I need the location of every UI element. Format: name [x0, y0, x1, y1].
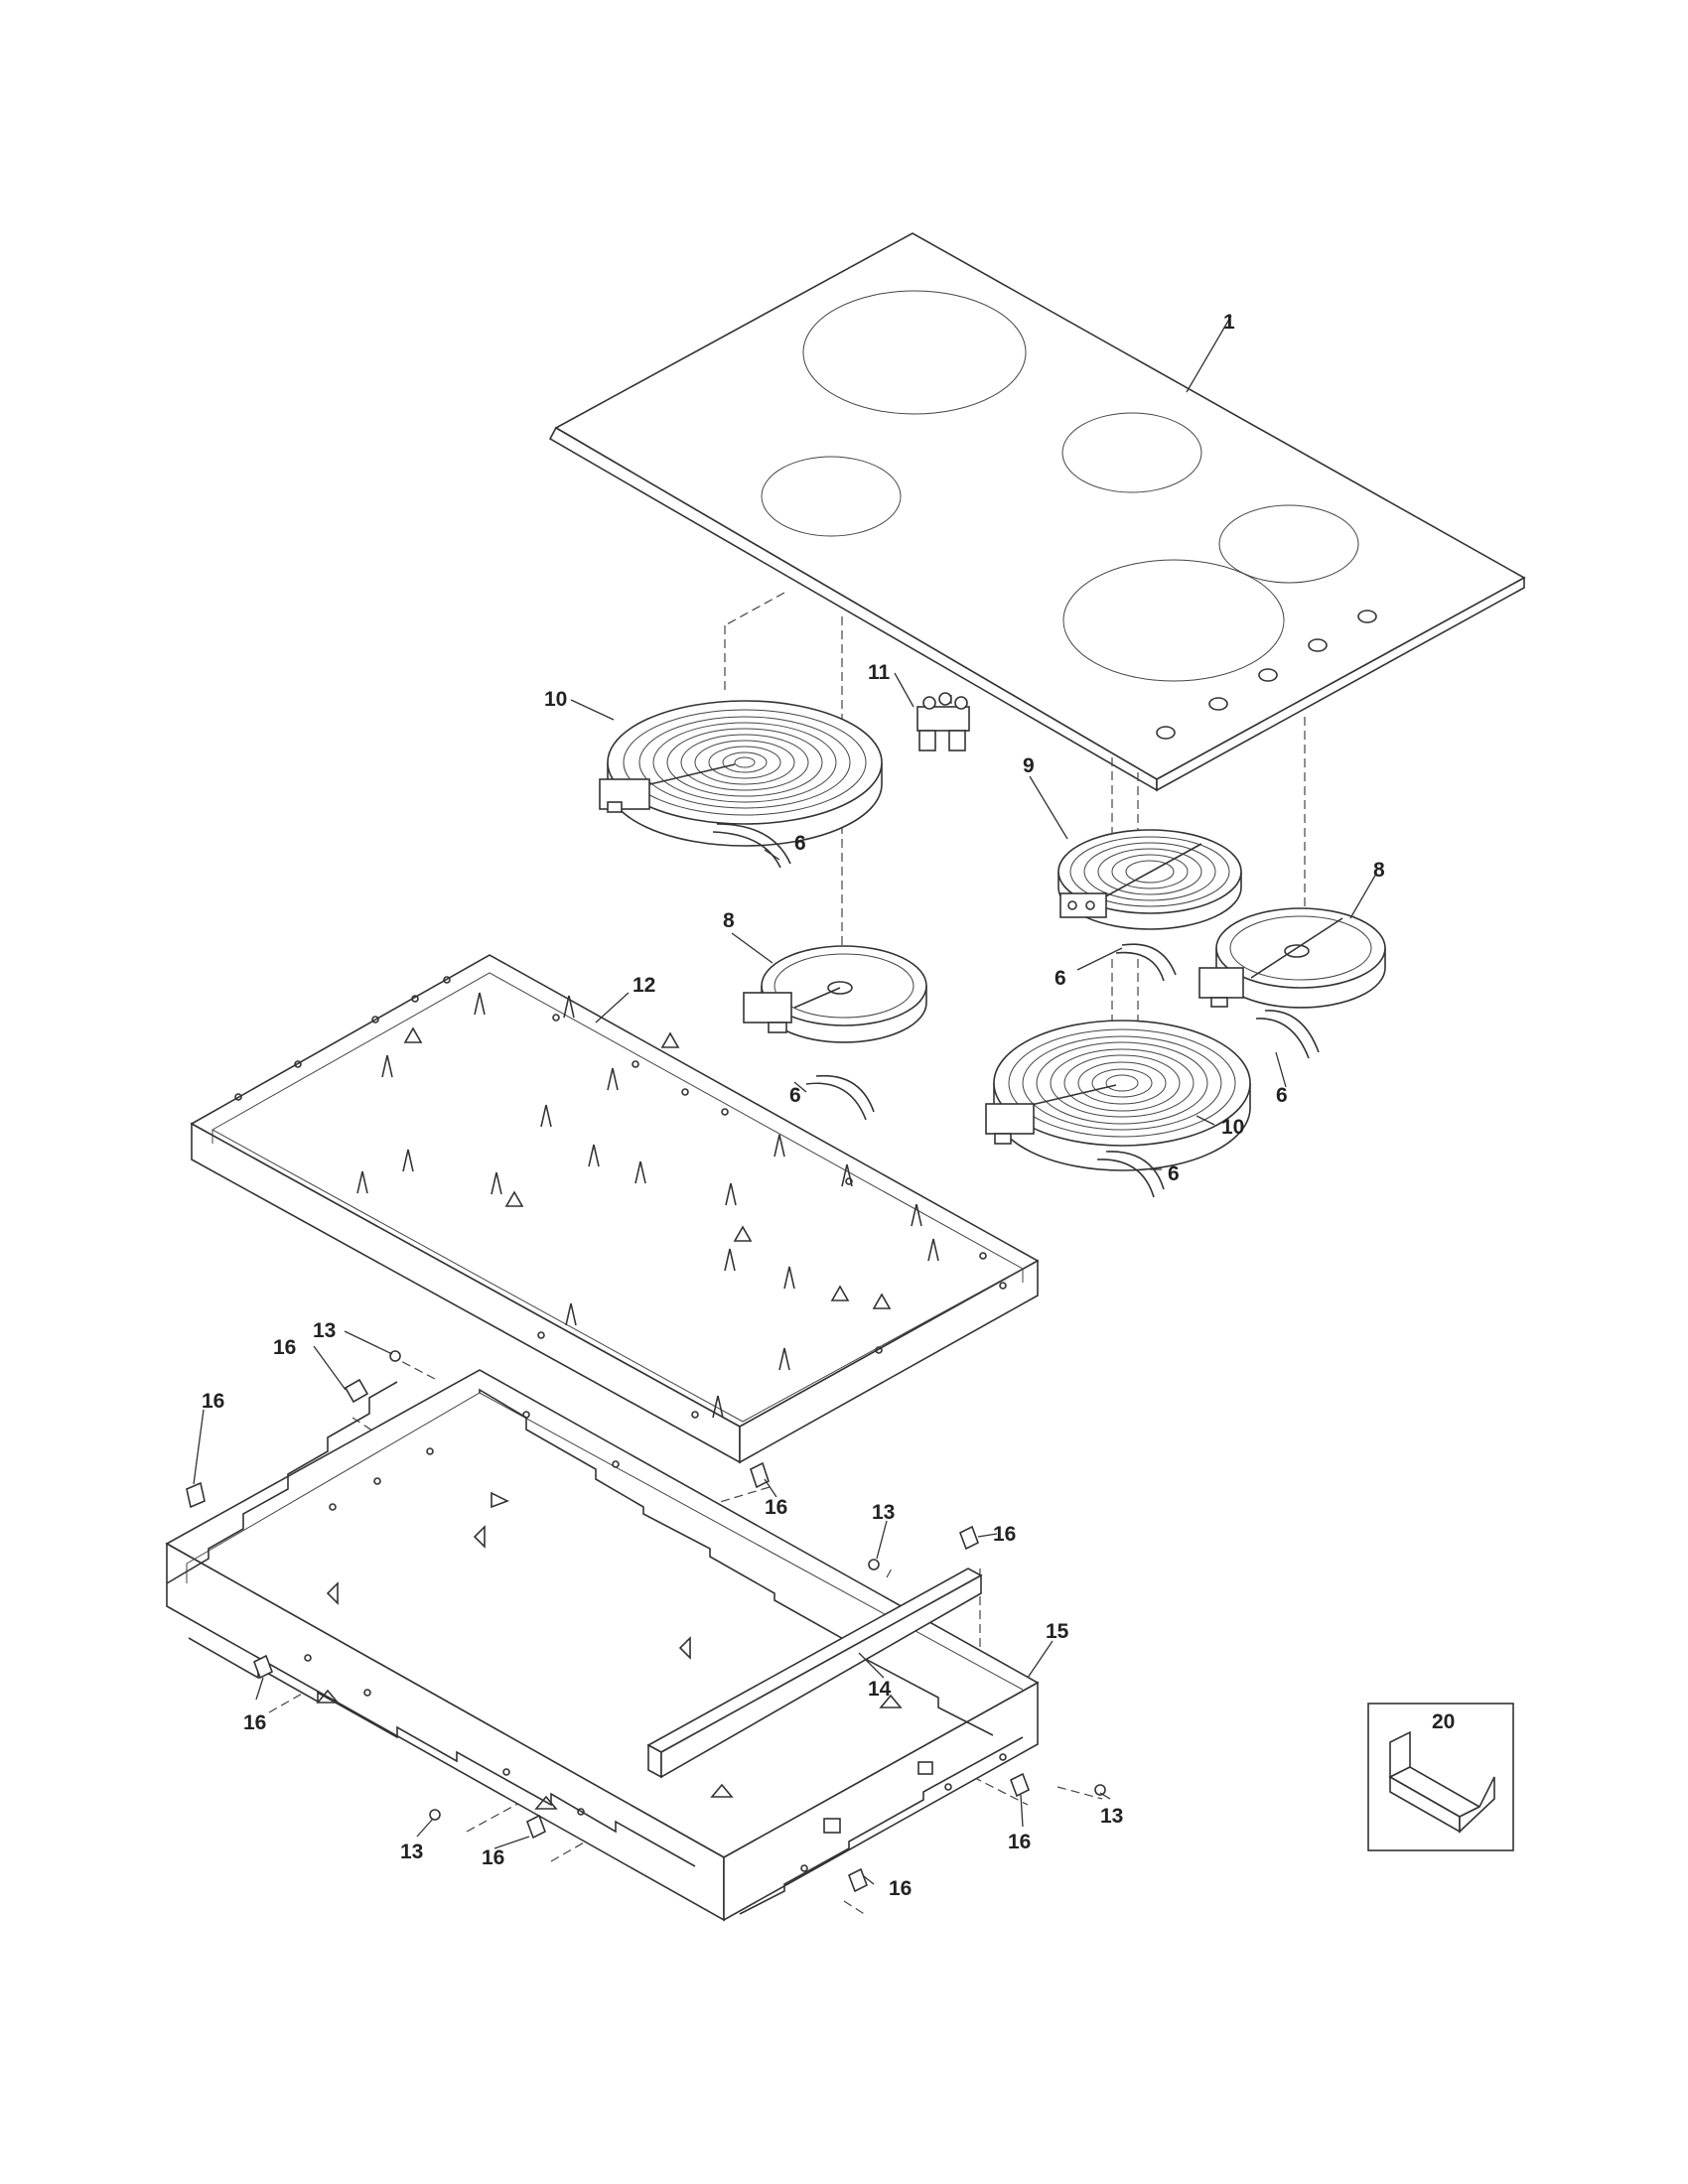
- callout-6-lower: 6: [1168, 1162, 1180, 1185]
- large-radiant-element-upper: [599, 700, 883, 847]
- callout-labels: 1 10 11 6 9 8 8 6 12 6 10 6 6 13 16 16 1…: [202, 311, 1455, 1900]
- glass-cooktop-part: [548, 232, 1526, 792]
- callout-16-upper-left: 16: [273, 1336, 296, 1359]
- callout-1: 1: [1223, 311, 1235, 334]
- callout-11: 11: [868, 661, 891, 684]
- burner-box-holes: [234, 976, 1007, 1419]
- small-radiant-element-left: [743, 945, 927, 1043]
- callout-6-right: 6: [1276, 1084, 1288, 1107]
- small-radiant-element-right: [1198, 907, 1386, 1009]
- callout-13-center-right: 13: [872, 1501, 895, 1524]
- spring-clip-parts: [186, 1378, 1031, 1893]
- callout-16-lower-right: 16: [1008, 1831, 1031, 1853]
- large-radiant-element-lower: [985, 1020, 1251, 1171]
- callout-13-upper-left: 13: [313, 1319, 336, 1342]
- callout-6-upper: 6: [794, 832, 806, 855]
- callout-16-bottom: 16: [889, 1877, 912, 1900]
- inset-panel: [1367, 1703, 1514, 1851]
- callout-8-left: 8: [723, 909, 735, 932]
- terminal-block-part: [916, 692, 970, 751]
- burner-box-brackets: [356, 992, 939, 1419]
- callout-13-right: 13: [1100, 1805, 1123, 1828]
- callout-6-middle: 6: [1055, 967, 1066, 990]
- callout-16-lower-left: 16: [243, 1711, 266, 1734]
- callout-10-upper: 10: [544, 688, 567, 711]
- callout-16-far-left: 16: [202, 1390, 224, 1413]
- bottom-pan-part: [165, 1369, 1040, 1922]
- callout-16-center: 16: [765, 1496, 787, 1519]
- callout-leaders: [193, 315, 1377, 1885]
- callout-13-lower-left: 13: [400, 1841, 423, 1863]
- callout-16-lower-center: 16: [482, 1846, 504, 1869]
- callout-14: 14: [868, 1678, 892, 1701]
- callout-12: 12: [633, 974, 655, 997]
- rail-bracket-part: [646, 1568, 983, 1779]
- callout-16-right: 16: [993, 1523, 1016, 1546]
- clip-parts: [712, 823, 1320, 1198]
- callout-6-left: 6: [789, 1084, 801, 1107]
- callout-8-right: 8: [1373, 859, 1385, 882]
- callout-15: 15: [1046, 1620, 1069, 1643]
- dual-radiant-element-part: [1057, 829, 1242, 930]
- burner-box-part: [190, 954, 1040, 1464]
- callout-9: 9: [1023, 754, 1035, 777]
- callout-10-lower: 10: [1221, 1116, 1244, 1139]
- screw-parts: [389, 1350, 1106, 1821]
- callout-20: 20: [1432, 1710, 1455, 1733]
